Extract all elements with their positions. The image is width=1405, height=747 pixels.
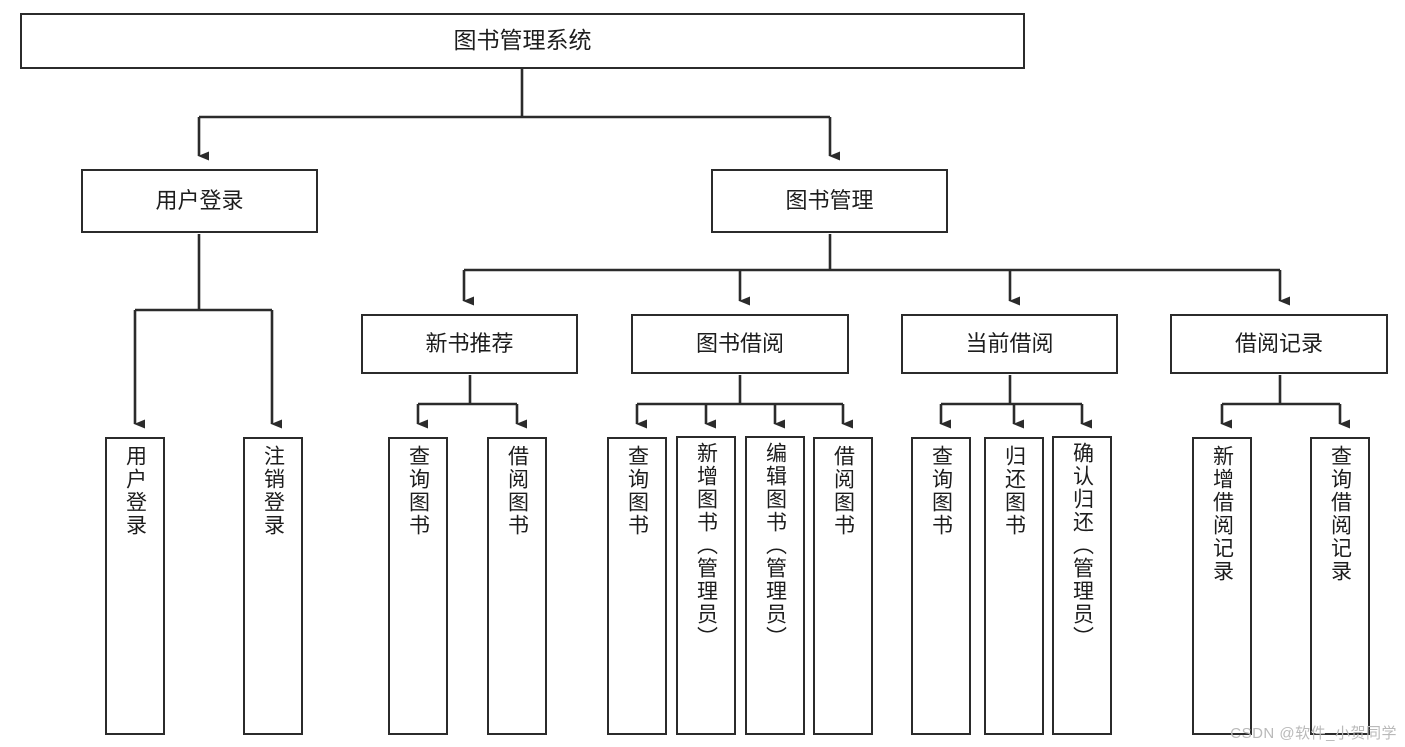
leaf-node-label: 借阅图书	[831, 445, 855, 537]
leaf-node[interactable]: 新增图书（管理员）	[676, 436, 736, 735]
leaf-node[interactable]: 注销登录	[243, 437, 303, 735]
node-book-management[interactable]: 图书管理	[711, 169, 948, 233]
leaf-node-label: 注销登录	[261, 445, 285, 537]
node-book-borrow-label: 图书借阅	[695, 331, 784, 357]
node-user-login[interactable]: 用户登录	[81, 169, 318, 233]
leaf-node[interactable]: 借阅图书	[487, 437, 547, 735]
leaf-node-label: 用户登录	[123, 445, 147, 537]
node-current-borrow-label: 当前借阅	[965, 331, 1054, 357]
csdn-watermark: CSDN @软件_小贺同学	[1230, 725, 1397, 742]
leaf-node-label: 确认归还（管理员）	[1070, 442, 1094, 649]
leaf-node[interactable]: 借阅图书	[813, 437, 873, 735]
node-book-management-label: 图书管理	[785, 188, 874, 214]
leaf-node[interactable]: 用户登录	[105, 437, 165, 735]
leaf-node[interactable]: 编辑图书（管理员）	[745, 436, 805, 735]
node-book-borrow[interactable]: 图书借阅	[631, 314, 849, 374]
leaf-node[interactable]: 新增借阅记录	[1192, 437, 1252, 735]
leaf-node-label: 借阅图书	[505, 445, 529, 537]
node-borrow-records-label: 借阅记录	[1234, 331, 1323, 357]
node-root-label: 图书管理系统	[453, 27, 592, 54]
node-new-book-recommend[interactable]: 新书推荐	[361, 314, 578, 374]
leaf-node-label: 查询借阅记录	[1328, 445, 1352, 583]
leaf-node-label: 新增借阅记录	[1210, 445, 1234, 583]
leaf-node-label: 新增图书（管理员）	[694, 442, 718, 649]
node-borrow-records[interactable]: 借阅记录	[1170, 314, 1388, 374]
leaf-node-label: 编辑图书（管理员）	[763, 442, 787, 649]
leaf-node-label: 查询图书	[929, 445, 953, 537]
leaf-node[interactable]: 查询图书	[911, 437, 971, 735]
leaf-node[interactable]: 查询图书	[388, 437, 448, 735]
leaf-node-label: 归还图书	[1002, 445, 1026, 537]
node-new-book-recommend-label: 新书推荐	[425, 331, 514, 357]
node-user-login-label: 用户登录	[155, 188, 244, 214]
node-current-borrow[interactable]: 当前借阅	[901, 314, 1118, 374]
leaf-node[interactable]: 确认归还（管理员）	[1052, 436, 1112, 735]
leaf-node[interactable]: 查询图书	[607, 437, 667, 735]
leaf-node[interactable]: 查询借阅记录	[1310, 437, 1370, 735]
leaf-node[interactable]: 归还图书	[984, 437, 1044, 735]
leaf-node-label: 查询图书	[625, 445, 649, 537]
leaf-node-label: 查询图书	[406, 445, 430, 537]
node-root[interactable]: 图书管理系统	[20, 13, 1025, 69]
